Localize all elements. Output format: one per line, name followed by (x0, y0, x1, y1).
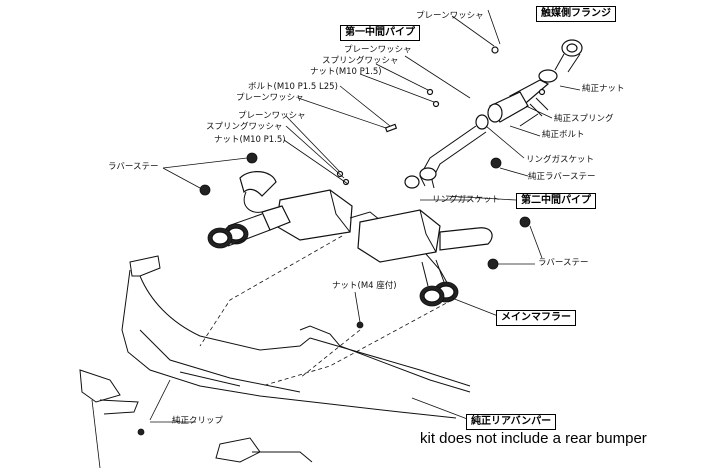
label-genuine-rear-bumper: 純正リアバンパー (466, 414, 557, 430)
rear-bumper (79, 235, 471, 463)
label-genuine-spring: 純正スプリング (554, 114, 614, 124)
label-first-mid-pipe: 第一中間パイプ (340, 25, 420, 41)
label-main-muffler: メインマフラー (496, 310, 576, 326)
label-ring-gasket-1: リングガスケット (526, 155, 595, 165)
label-plain-washer-4: プレーンワッシャ (238, 111, 306, 121)
label-second-mid-pipe: 第二中間パイプ (516, 193, 596, 209)
label-genuine-rubber-stay: 純正ラバーステー (528, 172, 596, 182)
label-plain-washer-top: プレーンワッシャ (416, 11, 484, 21)
label-catalyst-flange: 触媒側フランジ (536, 6, 616, 22)
label-genuine-nut: 純正ナット (582, 84, 625, 94)
label-rubber-stay-right: ラバーステー (538, 258, 589, 268)
label-rubber-stay-left: ラバーステー (108, 162, 159, 172)
label-ring-gasket-2: リングガスケット (432, 195, 501, 205)
label-nut-m10-4: ナット(M10 P1.5) (214, 135, 286, 145)
first-mid-pipe (404, 91, 529, 189)
label-spring-washer-2: スプリングワッシャ (322, 56, 399, 66)
label-plain-washer-2: プレーンワッシャ (344, 45, 412, 55)
label-nut-m4: ナット(M4 座付) (332, 281, 397, 291)
right-muffler (357, 209, 493, 307)
label-genuine-bolt: 純正ボルト (542, 130, 585, 140)
label-plain-washer-3: プレーンワッシャ (236, 93, 304, 103)
left-muffler (207, 171, 381, 249)
label-bolt-m10: ボルト(M10 P1.5 L25) (248, 82, 338, 92)
label-nut-m10-2: ナット(M10 P1.5) (310, 67, 382, 77)
label-genuine-clip: 純正クリップ (172, 416, 224, 426)
label-spring-washer-4: スプリングワッシャ (206, 122, 283, 132)
caption-text: kit does not include a rear bumper (420, 430, 647, 447)
leader-lines (91, 9, 581, 469)
hardware (137, 46, 549, 436)
